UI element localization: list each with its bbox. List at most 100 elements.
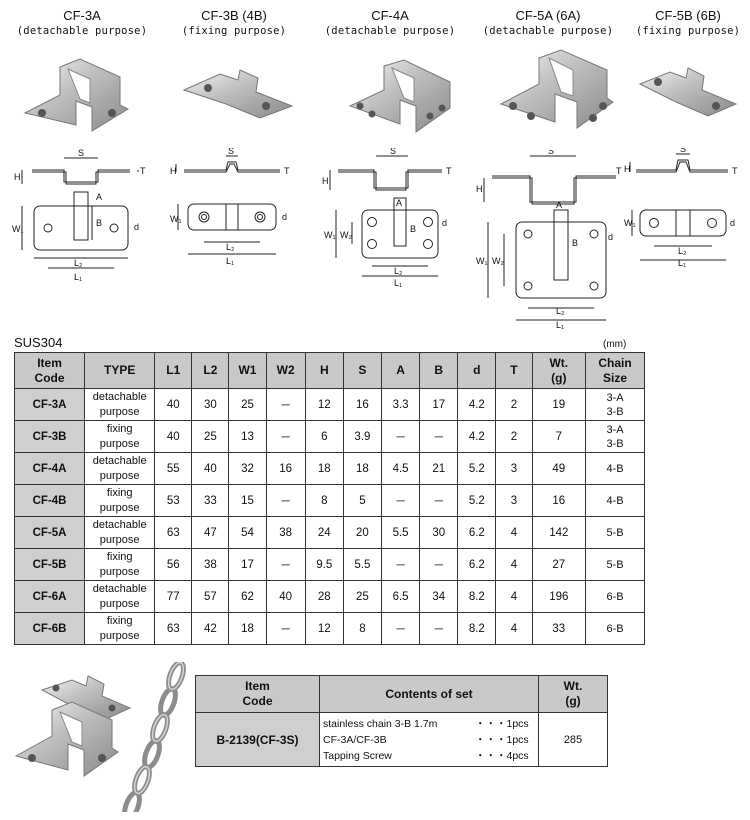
cell-b: － (419, 420, 459, 453)
header-l1: L1 (154, 352, 193, 389)
set-content-item: stainless chain 3-B 1.7m (323, 717, 438, 730)
product-heading-cf3b: CF-3B (4B) (fixing purpose) (170, 8, 298, 37)
cell-type-line: detachable (92, 454, 147, 467)
cell-s: 5 (342, 484, 383, 517)
set-product-photo (12, 672, 132, 807)
cell-wt: 19 (531, 388, 587, 421)
cell-d: 8.2 (457, 612, 497, 645)
cell-l2: 33 (191, 484, 230, 517)
dim-label-s: S (680, 148, 686, 154)
dim-label-w2: W₂ (492, 256, 504, 266)
cell-l2: 25 (191, 420, 230, 453)
dim-label-h: H (624, 164, 631, 174)
dim-label-a: A (96, 192, 102, 202)
header-t: T (495, 352, 533, 389)
dim-label-l2: L₂ (556, 306, 565, 316)
product-photo-cf5a (497, 48, 617, 148)
set-content-item: Tapping Screw (323, 749, 392, 762)
cell-w2: － (265, 484, 306, 517)
cell-s: 5.5 (342, 548, 383, 581)
cell-b: 21 (419, 452, 459, 485)
set-row: B-2139(CF-3S) stainless chain 3-B 1.7m ・… (195, 712, 608, 767)
set-item-code: B-2139(CF-3S) (195, 712, 320, 767)
cell-item-code: CF-3B (13, 420, 86, 453)
dim-label-l1: L₁ (226, 256, 234, 266)
dim-label-l2: L₂ (74, 258, 83, 268)
product-code: CF-3B (4B) (201, 8, 267, 23)
dim-label-t: T (616, 166, 622, 176)
product-purpose: (fixing purpose) (181, 25, 287, 37)
cell-wt: 49 (531, 452, 587, 485)
cell-h: 12 (304, 388, 344, 421)
cell-d: 6.2 (457, 548, 497, 581)
product-photo-cf3a (20, 55, 132, 145)
cell-a: 5.5 (380, 516, 421, 549)
cell-chain-line: 3-A (606, 423, 624, 436)
dim-label-h: H (14, 172, 21, 182)
cell-type-line: purpose (99, 597, 140, 610)
cell-w1: 62 (228, 580, 267, 613)
cell-item-code: CF-3A (13, 388, 86, 421)
cell-l2: 30 (191, 388, 230, 421)
cell-w1: 13 (228, 420, 267, 453)
cell-wt: 33 (531, 612, 587, 645)
cell-l1: 53 (154, 484, 193, 517)
product-code: CF-3A (63, 8, 101, 23)
dim-label-w1: W₁ (324, 230, 336, 240)
unit-label: (mm) (603, 339, 627, 350)
cell-w2: － (265, 420, 306, 453)
cell-h: 9.5 (304, 548, 344, 581)
dim-label-b: B (572, 238, 578, 248)
cell-chain-line: 3-A (606, 391, 624, 404)
dim-label-h: H (170, 166, 177, 176)
product-code: CF-5A (6A) (515, 8, 581, 23)
cell-b: － (419, 484, 459, 517)
dim-label-b: B (96, 218, 102, 228)
product-heading-cf5b: CF-5B (6B) (fixing purpose) (632, 8, 744, 37)
dim-label-s: S (78, 148, 84, 158)
cell-chain-size: 6-B (585, 612, 645, 645)
dim-label-w1: W₁ (12, 224, 24, 234)
header-b: B (419, 352, 459, 389)
cell-w1: 17 (228, 548, 267, 581)
cell-chain-line: 4-B (606, 494, 624, 507)
dim-label-d: d (730, 218, 735, 228)
product-photo-cf4a (346, 58, 456, 142)
header-d: d (457, 352, 497, 389)
cell-l2: 40 (191, 452, 230, 485)
product-photo-cf5b (636, 62, 742, 120)
cell-item-code: CF-5B (13, 548, 86, 581)
cell-l2: 38 (191, 548, 230, 581)
cell-t: 4 (495, 516, 533, 549)
cell-d: 5.2 (457, 484, 497, 517)
product-purpose: (fixing purpose) (635, 25, 741, 37)
cell-s: 16 (342, 388, 383, 421)
dim-label-s: S (228, 148, 234, 156)
product-heading-cf3a: CF-3A (detachable purpose) (8, 8, 156, 37)
cell-b: 34 (419, 580, 459, 613)
cell-d: 4.2 (457, 388, 497, 421)
cell-chain-line: 3-B (606, 437, 624, 450)
cell-type-line: purpose (99, 437, 140, 450)
set-weight: 285 (538, 712, 608, 767)
set-content-qty: ・・・4pcs (475, 749, 529, 762)
cell-type-line: purpose (99, 629, 140, 642)
technical-drawing-cf5b: S H T d W₁ L₂ L₁ (624, 148, 746, 268)
cell-type-line: detachable (92, 390, 147, 403)
cell-h: 6 (304, 420, 344, 453)
cell-wt: 27 (531, 548, 587, 581)
dim-label-d: d (134, 222, 139, 232)
cell-t: 2 (495, 420, 533, 453)
technical-drawing-cf5a: S H T A B d W₁ W₂ L₂ L₁ (476, 150, 626, 330)
set-content-line: stainless chain 3-B 1.7m ・・・1pcs (323, 716, 535, 732)
technical-drawing-cf4a: S H T A B d W₁ W₂ L₂ L₁ (322, 148, 462, 288)
